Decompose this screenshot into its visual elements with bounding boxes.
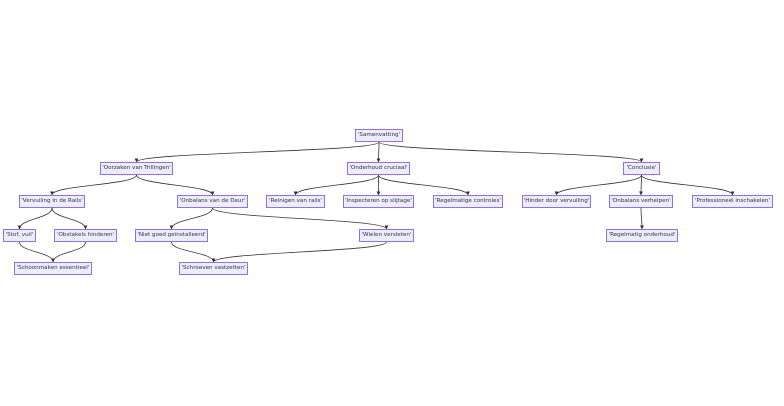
edge-onderhoud-to-regelmatige-controles bbox=[378, 174, 470, 196]
node-inspecteren-op-slijtage: 'Inspecteren op slijtage' bbox=[343, 195, 414, 208]
node-reinigen-van-rails: 'Reinigen van rails' bbox=[266, 195, 325, 208]
node-vervuiling-in-de-rails: 'Vervuiling in de Rails' bbox=[19, 195, 85, 208]
edge-onbalans-deur-to-niet-goed bbox=[169, 207, 213, 230]
edge-stof-to-schoonmaken bbox=[19, 241, 55, 263]
node-obstakels-hinderen: 'Obstakels hinderen' bbox=[54, 229, 117, 242]
edge-oorzaken-to-vervuiling bbox=[50, 174, 137, 196]
edge-onderhoud-to-reinigen bbox=[293, 174, 379, 196]
node-regelmatige-controles: 'Regelmatige controles' bbox=[433, 195, 503, 208]
edge-oorzaken-to-onbalans-deur bbox=[136, 174, 215, 196]
edge-conclusie-to-professioneel bbox=[641, 174, 735, 196]
edge-samenvatting-to-oorzaken bbox=[134, 141, 380, 163]
edge-onbalans-verhelpen-to-regelmatig-onderhoud bbox=[639, 207, 644, 230]
edge-conclusie-to-onbalans-verhelpen bbox=[639, 174, 644, 196]
edge-vervuiling-to-obstakels bbox=[51, 207, 88, 230]
node-stof-vuil: 'Stof, vuil' bbox=[3, 229, 36, 242]
node-hinder-door-vervuiling: 'Hinder door vervuiling' bbox=[522, 195, 591, 208]
node-schroeven-vastzetten: 'Schroeven vastzetten' bbox=[179, 262, 248, 275]
node-conclusie: 'Conclusie' bbox=[623, 162, 660, 175]
node-schoonmaken-essentieel: 'Schoonmaken essentieel' bbox=[14, 262, 92, 275]
edge-niet-goed-to-schroeven bbox=[171, 241, 216, 263]
node-regelmatig-onderhoud: 'Regelmatig onderhoud' bbox=[606, 229, 678, 242]
edge-wielen-to-schroeven bbox=[211, 241, 387, 263]
edge-samenvatting-to-conclusie bbox=[378, 141, 644, 163]
node-niet-goed-geinstalleerd: 'Niet goed geïnstalleerd' bbox=[135, 229, 208, 242]
node-wielen-versleten: 'Wielen versleten' bbox=[359, 229, 414, 242]
node-onbalans-van-de-deur: 'Onbalans van de Deur' bbox=[177, 195, 248, 208]
node-onderhoud-cruciaal: 'Onderhoud cruciaal' bbox=[347, 162, 410, 175]
edge-samenvatting-to-onderhoud bbox=[376, 141, 381, 163]
edge-obstakels-to-schoonmaken bbox=[51, 241, 86, 263]
edge-conclusie-to-hinder bbox=[554, 174, 642, 196]
node-oorzaken-van-trillingen: 'Oorzaken van Trillingen' bbox=[100, 162, 173, 175]
node-samenvatting: 'Samenvatting' bbox=[355, 129, 403, 142]
node-professioneel-inschakelen: 'Professioneel inschakelen' bbox=[692, 195, 773, 208]
node-onbalans-verhelpen: 'Onbalans verhelpen' bbox=[609, 195, 673, 208]
edge-onbalans-deur-to-wielen bbox=[212, 207, 389, 230]
edge-vervuiling-to-stof bbox=[17, 207, 53, 230]
